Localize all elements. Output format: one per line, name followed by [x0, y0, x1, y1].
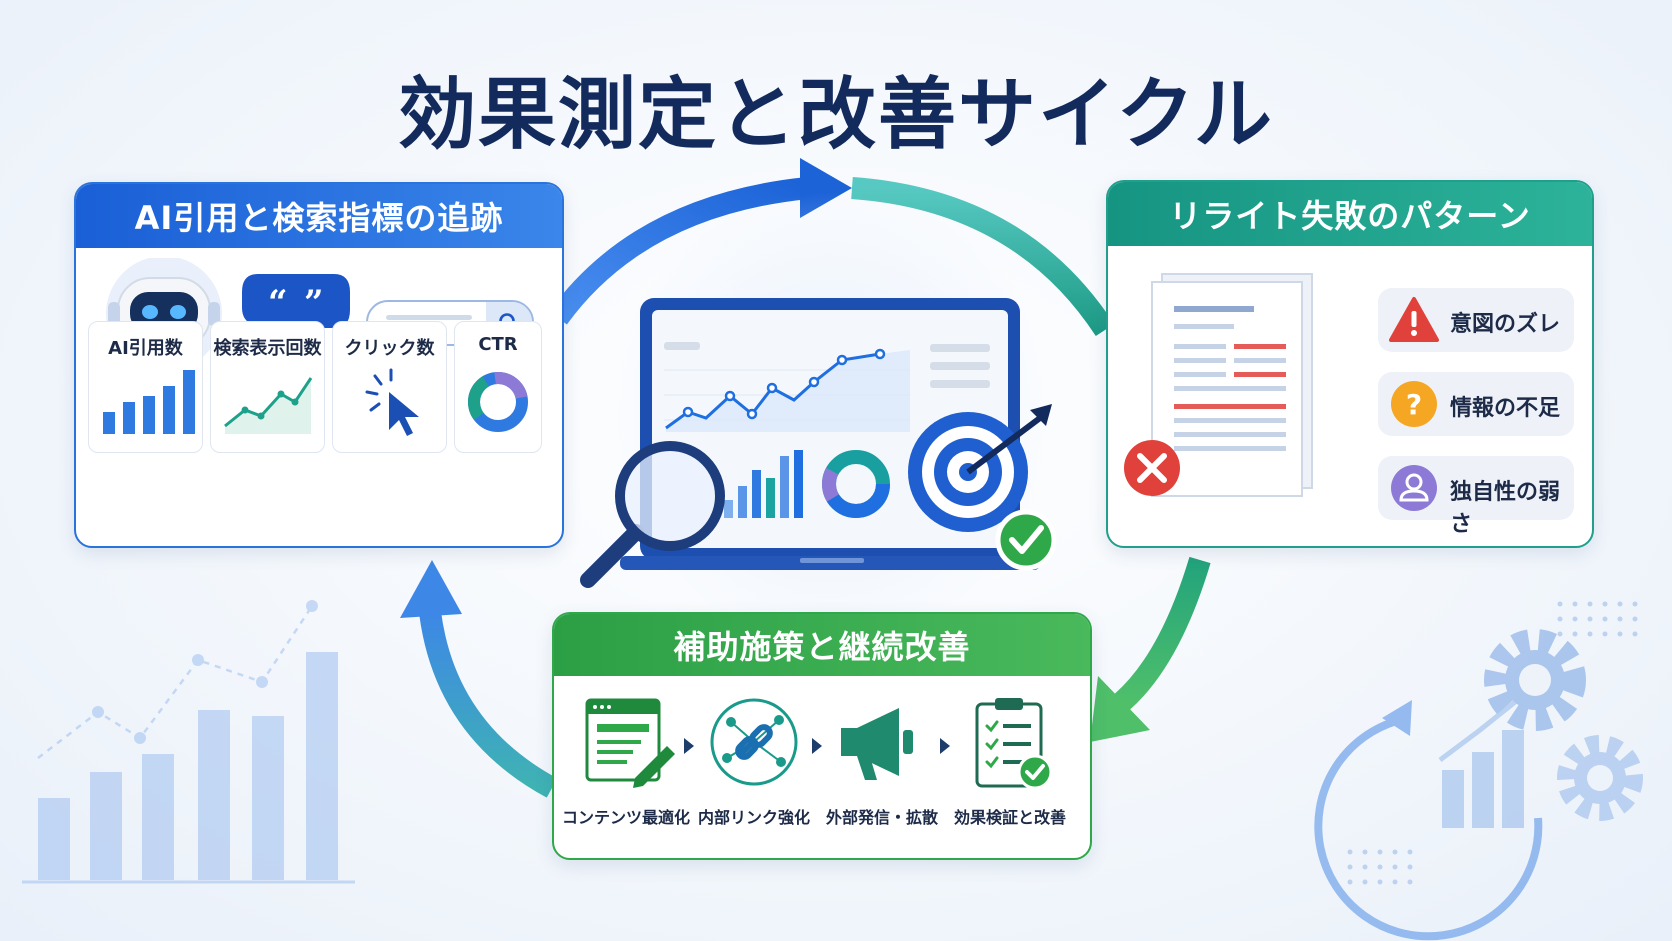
checklist-icon [975, 698, 1053, 790]
gears-improvement-icon [1314, 629, 1643, 941]
metric-card-clicks: クリック数 [332, 321, 447, 453]
step-external-promotion: 外部発信・拡散 [822, 692, 942, 827]
magnifier-icon [580, 441, 725, 588]
metric-label: 検索表示回数 [213, 338, 322, 359]
panel-rewrite-failures: リライト失敗のパターン 意図のズレ ? 情報の不足 [1106, 180, 1594, 548]
panel-ai-header: AI引用と検索指標の追跡 [76, 184, 562, 248]
step-label: 内部リンク強化 [697, 808, 810, 827]
analytics-laptop-illustration [580, 192, 1060, 648]
panel-rewrite-header-text: リライト失敗のパターン [1169, 197, 1531, 235]
link-network-icon [710, 698, 798, 786]
panel-support-header-text: 補助施策と継続改善 [673, 628, 971, 666]
line-chart-icon [224, 377, 313, 434]
panel-support-header: 補助施策と継続改善 [554, 614, 1090, 676]
dot-grid-decoration [1347, 601, 1638, 885]
issue-intent-mismatch: 意図のズレ [1378, 288, 1574, 352]
decorative-bar-chart-icon [22, 600, 355, 884]
step-content-optimization: コンテンツ最適化 [562, 692, 690, 827]
svg-text:?: ? [1406, 388, 1422, 421]
panel-ai-header-text: AI引用と検索指標の追跡 [134, 199, 504, 237]
step-label: 効果検証と改善 [953, 808, 1066, 827]
donut-chart-icon [468, 372, 528, 432]
metric-card-impressions: 検索表示回数 [210, 321, 325, 453]
megaphone-icon [841, 708, 913, 780]
question-icon: ? [1391, 381, 1437, 427]
issue-weak-originality: 独自性の弱さ [1378, 456, 1574, 537]
metric-label: AI引用数 [108, 338, 183, 359]
step-label: コンテンツ最適化 [561, 808, 690, 827]
cycle-arrows [400, 158, 1211, 798]
metric-label: クリック数 [344, 338, 435, 359]
step-verify-improve: 効果検証と改善 [950, 692, 1070, 827]
page-title: 効果測定と改善サイクル [397, 70, 1275, 160]
target-icon [908, 404, 1052, 532]
panel-ai-tracking: AI引用と検索指標の追跡 “ ” AI引用数 [74, 182, 564, 548]
bar-chart-icon [103, 370, 195, 434]
step-arrow-icon [684, 738, 694, 754]
issue-lack-of-info: ? 情報の不足 [1378, 372, 1574, 436]
step-label: 外部発信・拡散 [825, 808, 938, 827]
cursor-click-icon [365, 368, 419, 436]
step-arrow-icon [812, 738, 822, 754]
svg-text:“: “ [268, 283, 288, 323]
checkmark-badge-icon [995, 509, 1057, 571]
user-icon [1391, 465, 1437, 511]
issue-label: 情報の不足 [1450, 396, 1561, 421]
step-arrow-icon [940, 738, 950, 754]
metric-label: CTR [478, 334, 518, 355]
issue-label: 独自性の弱さ [1450, 480, 1561, 537]
metric-card-ctr: CTR [454, 321, 542, 453]
edit-document-icon [585, 698, 675, 788]
step-internal-links: 内部リンク強化 [694, 692, 814, 827]
document-error-icon [1124, 273, 1313, 497]
svg-text:”: ” [304, 283, 324, 323]
warning-icon [1389, 297, 1439, 342]
issue-label: 意図のズレ [1450, 312, 1561, 337]
panel-rewrite-header: リライト失敗のパターン [1108, 182, 1592, 246]
panel-support-measures: 補助施策と継続改善 コンテンツ最適化 内部リンク [552, 612, 1092, 860]
metric-card-ai-citations: AI引用数 [88, 321, 203, 453]
